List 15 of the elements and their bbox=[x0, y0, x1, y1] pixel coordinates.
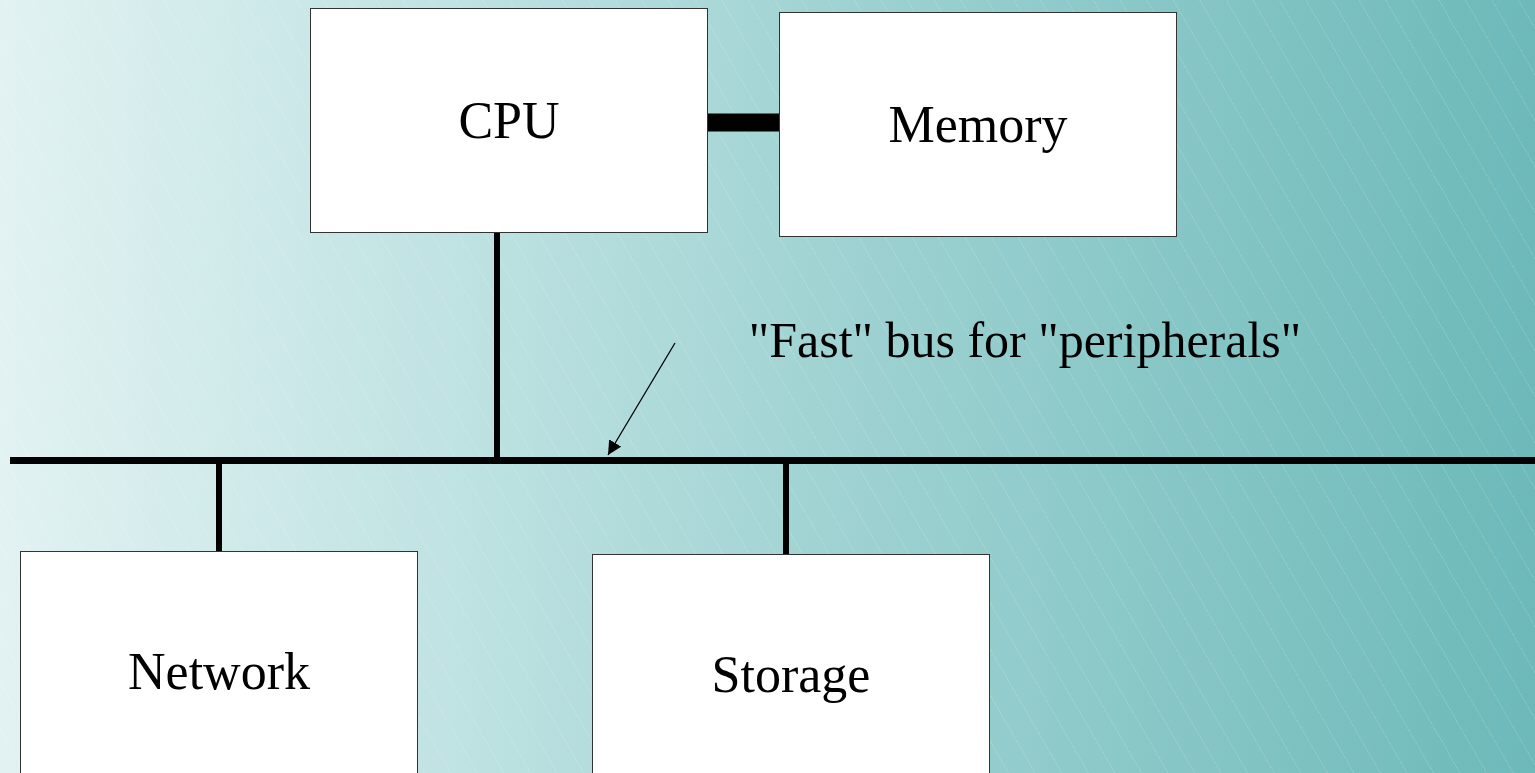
box-label: Storage bbox=[711, 644, 871, 704]
box-label: Network bbox=[128, 641, 310, 701]
connector-line bbox=[783, 464, 789, 554]
leader-arrow bbox=[607, 342, 676, 456]
annotation-text: "Fast" bus for "peripherals" bbox=[748, 311, 1302, 369]
component-box bbox=[20, 551, 418, 773]
box-label: CPU bbox=[458, 91, 560, 150]
connector-line bbox=[494, 233, 500, 457]
connector-line bbox=[216, 464, 222, 551]
bus-bar bbox=[10, 457, 1535, 464]
component-box bbox=[779, 12, 1177, 237]
component-box bbox=[592, 554, 990, 773]
box-label: Memory bbox=[888, 95, 1068, 154]
component-box bbox=[310, 8, 708, 233]
connector-line bbox=[708, 113, 779, 132]
